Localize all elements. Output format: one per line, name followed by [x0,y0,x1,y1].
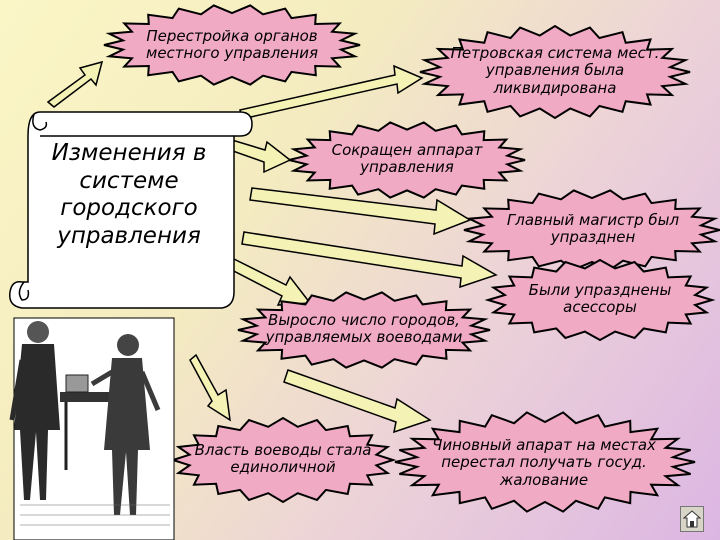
node-n2: Петровская система мест. управления была… [440,40,670,102]
node-n4: Главный магистр был упразднен [478,208,708,250]
node-n1: Перестройка органов местного управления [122,24,342,66]
node-n8: Чиновный апарат на местах перестал получ… [410,432,678,494]
node-n6: Выросло число городов, управляемых воево… [248,308,480,350]
nav-button[interactable] [680,506,704,532]
node-n7: Власть воеводы стала единоличной [186,438,380,480]
home-icon [681,507,703,531]
engraving-two-men [12,318,174,540]
node-n3: Сокращен аппарат управления [302,138,512,180]
node-n5: Были упразднены асессоры [500,278,700,320]
